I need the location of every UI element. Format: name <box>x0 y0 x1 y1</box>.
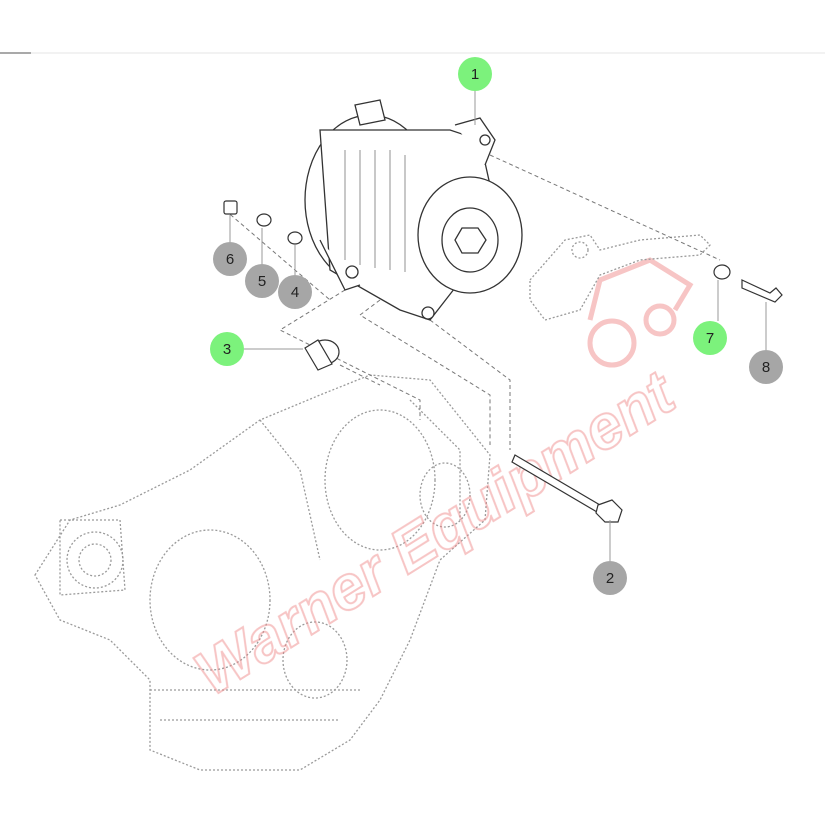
callout-number: 7 <box>705 329 715 347</box>
engine-front-cover <box>34 374 491 771</box>
callout-number: 5 <box>257 272 267 290</box>
callout-2[interactable]: 2 <box>593 561 627 595</box>
callout-number: 8 <box>761 358 771 376</box>
callout-8[interactable]: 8 <box>749 350 783 384</box>
svg-text:Warner Equipment: Warner Equipment <box>183 357 688 708</box>
header-divider-accent <box>0 52 31 54</box>
callout-4[interactable]: 4 <box>278 275 312 309</box>
watermark: Warner Equipment <box>182 257 694 710</box>
callout-1[interactable]: 1 <box>458 57 492 91</box>
callout-7[interactable]: 7 <box>693 321 727 355</box>
lock-washer-5 <box>256 213 272 227</box>
mounting-bracket <box>529 234 711 321</box>
callout-number: 6 <box>225 250 235 268</box>
small-parts <box>223 200 783 523</box>
assembly-lines <box>224 154 721 450</box>
washer-7 <box>713 264 731 280</box>
washer-4 <box>287 231 303 245</box>
alternator <box>304 99 523 321</box>
callout-5[interactable]: 5 <box>245 264 279 298</box>
bolt-8 <box>741 279 783 303</box>
callout-number: 4 <box>290 283 300 301</box>
callout-6[interactable]: 6 <box>213 242 247 276</box>
callout-3[interactable]: 3 <box>210 332 244 366</box>
callout-leaders <box>229 91 767 561</box>
nut-6 <box>223 200 238 215</box>
callout-number: 3 <box>222 340 232 358</box>
header-divider <box>0 52 825 54</box>
callout-number: 2 <box>605 569 615 587</box>
callout-number: 1 <box>470 65 480 83</box>
